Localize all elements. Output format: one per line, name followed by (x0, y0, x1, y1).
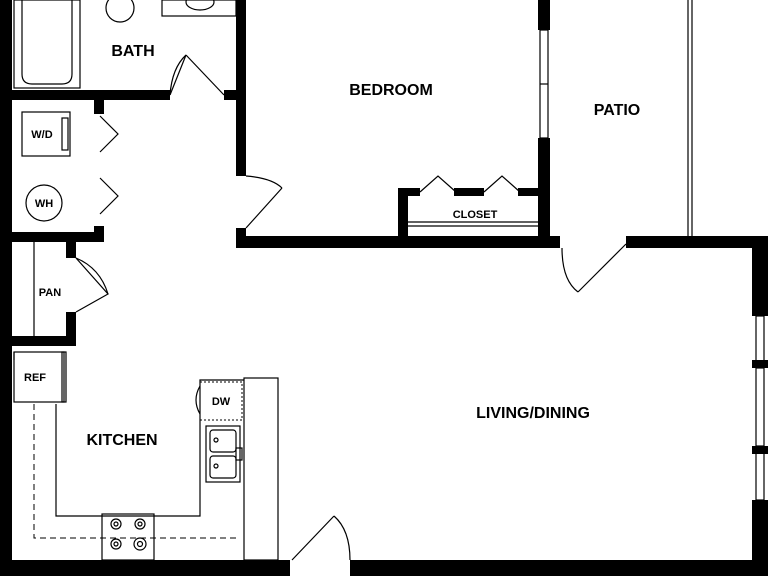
room-label-closet: CLOSET (453, 209, 498, 221)
kitchen-fixtures (13, 351, 279, 561)
windows (33, 0, 765, 501)
room-label-bedroom: BEDROOM (349, 82, 433, 99)
label-water-heater: WH (35, 198, 53, 210)
label-pantry: PAN (39, 287, 61, 299)
doors (75, 54, 627, 561)
washer-dryer (21, 111, 71, 157)
room-label-patio: PATIO (594, 102, 641, 119)
water-heater (25, 184, 63, 222)
room-label-bath: BATH (111, 43, 154, 60)
room-label-living-dining: LIVING/DINING (476, 405, 590, 422)
label-washer-dryer: W/D (31, 129, 52, 141)
label-refrigerator: REF (24, 372, 46, 384)
bath-fixtures (13, 0, 237, 89)
label-dishwasher: DW (212, 396, 231, 408)
room-label-kitchen: KITCHEN (86, 432, 157, 449)
